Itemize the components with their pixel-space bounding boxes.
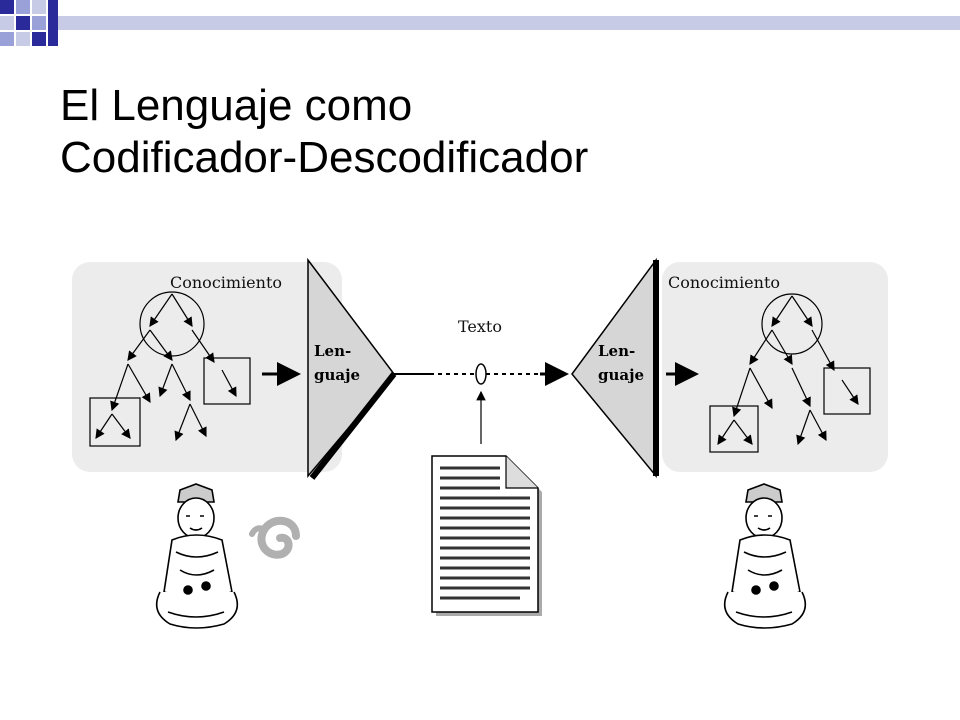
left-language-line-2: guaje (314, 366, 360, 384)
speech-scroll-icon (249, 517, 300, 559)
right-knowledge-label: Conocimiento (668, 273, 780, 292)
right-language-line-1: Len- (598, 342, 635, 360)
encoder-decoder-diagram: Conocimiento (72, 257, 888, 629)
left-language-encoder: Len- guaje (307, 257, 397, 480)
text-channel: Texto (394, 317, 569, 444)
title-line-2: Codificador-Descodificador (60, 133, 589, 182)
document-icon (431, 455, 542, 616)
left-seated-figure-image (155, 483, 239, 629)
right-language-line-2: guaje (598, 366, 644, 384)
left-knowledge-graph (89, 291, 251, 447)
left-knowledge-label: Conocimiento (170, 273, 282, 292)
left-knowledge-panel: Conocimiento (72, 262, 342, 472)
slide-title: El Lenguaje como Codificador-Descodifica… (60, 80, 920, 184)
top-decoration-bar (0, 0, 960, 46)
right-language-decoder: Len- guaje (571, 257, 659, 479)
title-line-1: El Lenguaje como (60, 81, 413, 130)
text-label: Texto (458, 317, 502, 336)
right-seated-figure-image (723, 483, 807, 629)
left-language-line-1: Len- (314, 342, 351, 360)
right-knowledge-panel: Conocimiento (662, 262, 888, 472)
right-knowledge-graph (709, 293, 871, 453)
